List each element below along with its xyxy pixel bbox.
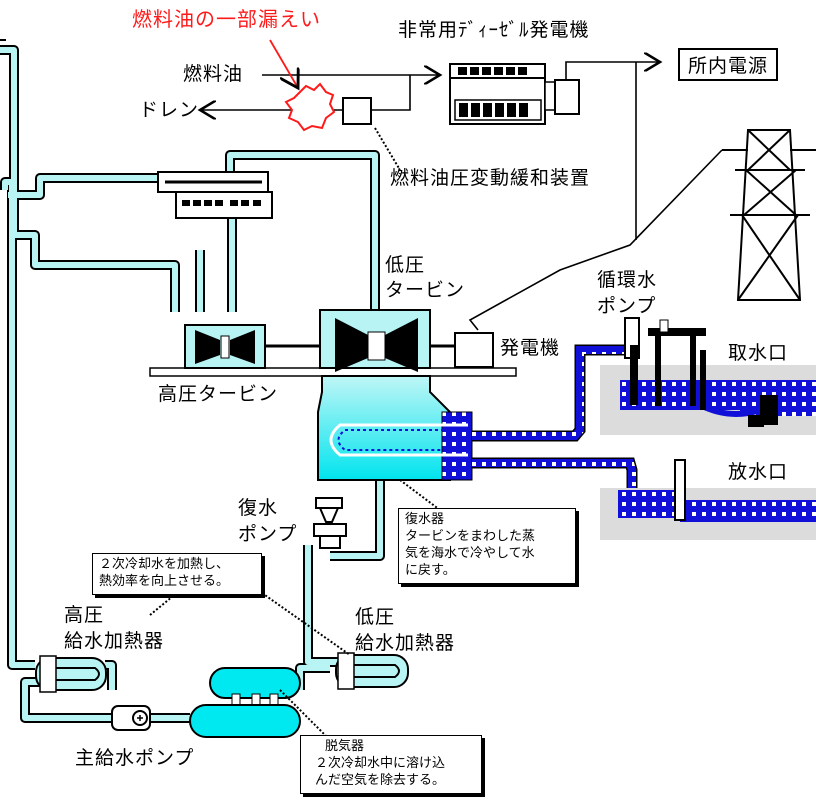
condenser-note-title: 復水器 <box>405 512 445 527</box>
hp-heater-label-2: 給水加熱器 <box>64 630 165 652</box>
deaerator-note-title: 脱気器 <box>325 739 365 754</box>
moisture-separator <box>157 171 273 219</box>
hp-turbine <box>184 324 266 369</box>
fuel-leak-label: 燃料油の一部漏えい <box>132 7 321 31</box>
condensate-pump <box>313 497 347 549</box>
station-power-label: 所内電源 <box>688 55 769 77</box>
lp-heater-label-2: 給水加熱器 <box>355 632 456 654</box>
fuel-pressure-device-label: 燃料油圧変動緩和装置 <box>390 167 591 189</box>
pipes <box>0 39 385 723</box>
hp-turbine-label: 高圧タービン <box>158 383 279 405</box>
lp-turbine-label-2: タービン <box>385 279 466 301</box>
discharge-label: 放水口 <box>728 461 789 483</box>
heater-note-line: 熱効率を向上させる。 <box>99 573 230 589</box>
lp-turbine-label-1: 低圧 <box>385 254 426 276</box>
leak-pointer-arrow <box>269 39 298 88</box>
condenser-note-line: タービンをまわした蒸 <box>405 528 536 544</box>
lp-turbine <box>319 309 431 372</box>
station-power-box: 所内電源 <box>678 48 779 81</box>
deaerator-note-line: ２次冷却水中に溶け込 <box>315 755 446 771</box>
hp-heater-label-1: 高圧 <box>64 604 105 626</box>
condenser-note-line: 気を海水で冷やして水 <box>405 545 535 561</box>
turbine-base <box>149 367 517 377</box>
condensate-pump-label-2: ポンプ <box>238 523 298 545</box>
main-generator <box>435 332 494 368</box>
diesel-generator <box>449 63 580 125</box>
condensate-pump-label-1: 復水 <box>238 497 279 519</box>
heater-note-line: ２次冷却水を加熱し、 <box>99 557 230 572</box>
discharge-structure <box>600 459 816 540</box>
circ-pump-label-1: 循環水 <box>597 269 658 291</box>
drain-label: ドレン <box>139 99 200 121</box>
seawater-pipes <box>472 344 638 492</box>
leak-burst-icon <box>284 82 336 132</box>
deaerator-note-line: んだ空気を除去する。 <box>315 772 446 788</box>
callout-leaders <box>149 127 441 741</box>
intake-structure <box>600 317 816 435</box>
generator-label: 発電機 <box>500 337 561 359</box>
main-feed-pump <box>111 705 151 731</box>
heater-note: ２次冷却水を加熱し、 熱効率を向上させる。 <box>92 553 262 595</box>
fuel-pressure-device-box <box>342 97 372 125</box>
intake-label: 取水口 <box>728 342 789 364</box>
lp-heater <box>335 652 409 690</box>
deaerator-note: 脱気器 ２次冷却水中に溶け込 んだ空気を除去する。 <box>300 735 482 794</box>
deaerator <box>189 667 301 738</box>
condenser-note-line: に戻す。 <box>405 562 456 578</box>
fuel-oil-label: 燃料油 <box>183 63 244 85</box>
diesel-generator-label: 非常用ﾃﾞｨｰｾﾞﾙ発電機 <box>398 19 590 41</box>
lp-heater-label-1: 低圧 <box>355 606 396 628</box>
main-feed-pump-label: 主給水ポンプ <box>75 747 195 769</box>
circ-pump-label-2: ポンプ <box>597 295 657 317</box>
transmission-tower-icon <box>722 129 816 301</box>
condenser <box>317 375 473 481</box>
condenser-note: 復水器 タービンをまわした蒸 気を海水で冷やして水 に戻す。 <box>398 508 576 584</box>
hp-heater <box>35 655 107 693</box>
